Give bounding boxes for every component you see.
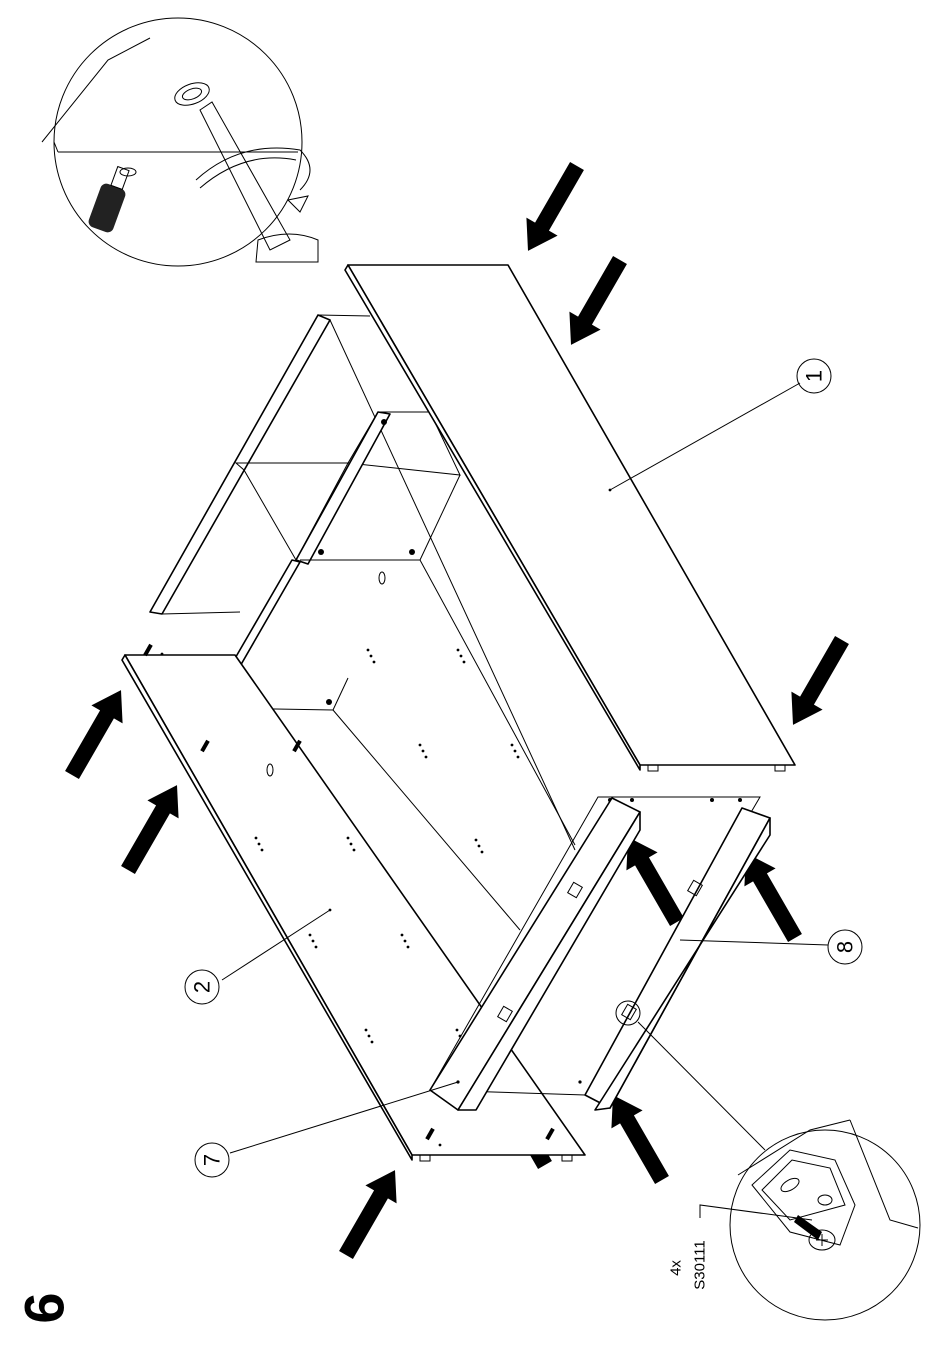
screw-icon (794, 1215, 835, 1250)
callout-part-2: 2 (185, 970, 219, 1004)
corner-bracket-icon (752, 1150, 855, 1245)
callout-part-1: 1 (797, 359, 831, 393)
part-7-label: 7 (200, 1154, 225, 1166)
part-1-label: 1 (802, 370, 827, 382)
hardware-quantity: 4x (668, 1260, 685, 1276)
hardware-label: 4x S30111 (668, 1240, 709, 1290)
hardware-code: S30111 (692, 1240, 709, 1290)
part-8-label: 8 (833, 941, 858, 953)
cam-lock-detail (42, 18, 318, 266)
rotate-arrow-icon (196, 148, 310, 212)
callout-part-8: 8 (828, 930, 862, 964)
cam-lock-icon (172, 78, 213, 109)
part-2-label: 2 (190, 981, 215, 993)
callout-part-7: 7 (195, 1143, 229, 1177)
bracket-screw-detail (616, 1001, 920, 1320)
top-panel (345, 265, 795, 771)
step-number: 6 (13, 1292, 76, 1323)
dowel-bolt-icon (87, 167, 136, 235)
screwdriver-icon (200, 102, 318, 262)
